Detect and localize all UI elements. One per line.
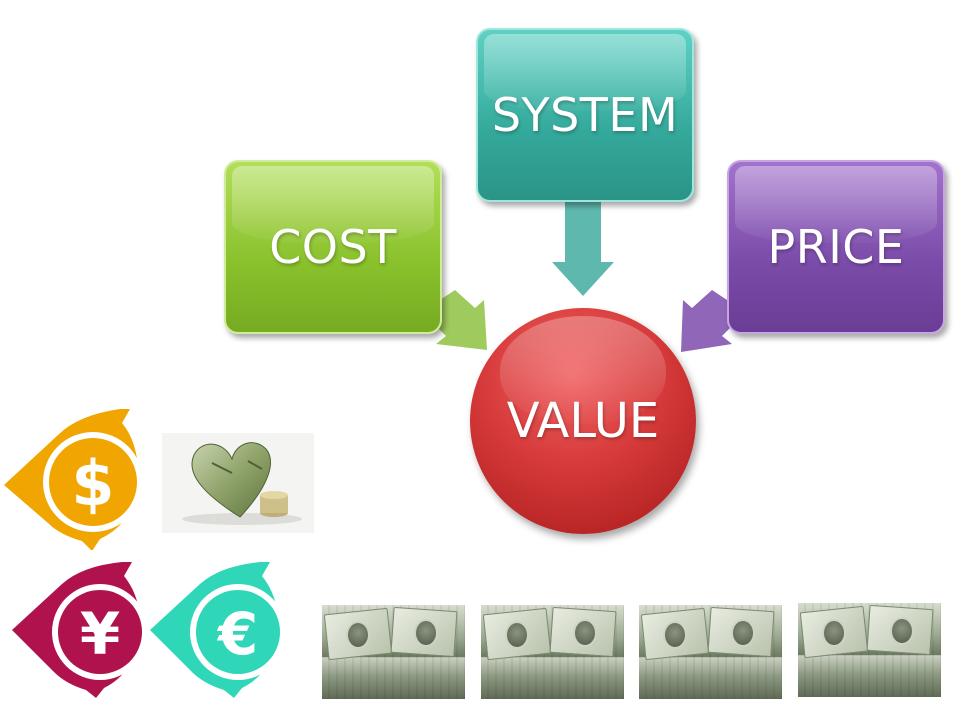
money-heart-photo bbox=[162, 433, 314, 533]
euro-coin-icon: € bbox=[150, 562, 286, 698]
money-stack-photo bbox=[798, 603, 941, 697]
node-value-label: VALUE bbox=[506, 393, 660, 449]
money-stack-photo bbox=[639, 605, 782, 699]
node-price-label: PRICE bbox=[767, 220, 905, 274]
node-system: SYSTEM bbox=[476, 28, 694, 202]
money-stack-photo bbox=[322, 605, 465, 699]
node-value: VALUE bbox=[470, 308, 696, 534]
dollar-coin-icon: $ bbox=[4, 409, 143, 550]
svg-text:¥: ¥ bbox=[80, 600, 120, 668]
arrow-price-to-value bbox=[681, 290, 740, 352]
svg-text:$: $ bbox=[71, 447, 114, 520]
arrow-system-to-value bbox=[552, 198, 614, 296]
node-cost-label: COST bbox=[269, 220, 397, 274]
arrow-cost-to-value bbox=[428, 290, 487, 350]
node-cost: COST bbox=[224, 160, 442, 334]
node-price: PRICE bbox=[727, 160, 945, 334]
yen-coin-icon: ¥ bbox=[12, 562, 148, 698]
node-system-label: SYSTEM bbox=[491, 88, 679, 142]
money-stack-photo bbox=[481, 605, 624, 699]
svg-text:€: € bbox=[216, 600, 258, 668]
